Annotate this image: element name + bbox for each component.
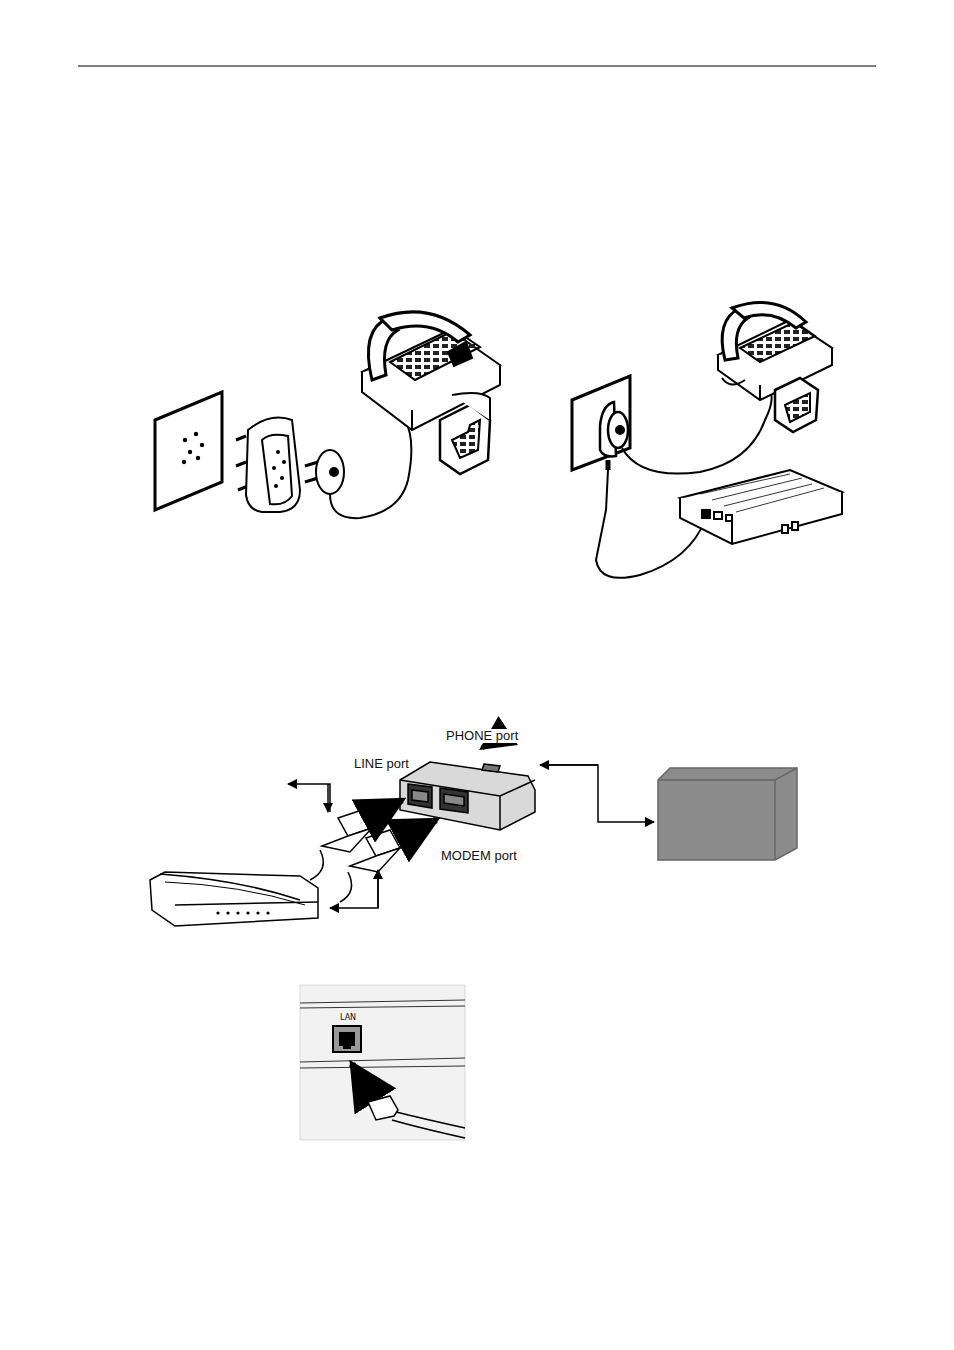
splitter-figure <box>150 738 797 926</box>
phone-adapter-figure <box>155 312 500 518</box>
port-label: LAN <box>338 1014 358 1023</box>
port-label: LINE port <box>352 757 411 771</box>
header-rule <box>78 65 876 66</box>
lan-port-figure <box>300 985 465 1140</box>
port-label: MODEM port <box>439 849 519 863</box>
port-label: PHONE port <box>444 729 520 743</box>
modem-connection-figure <box>572 302 842 577</box>
